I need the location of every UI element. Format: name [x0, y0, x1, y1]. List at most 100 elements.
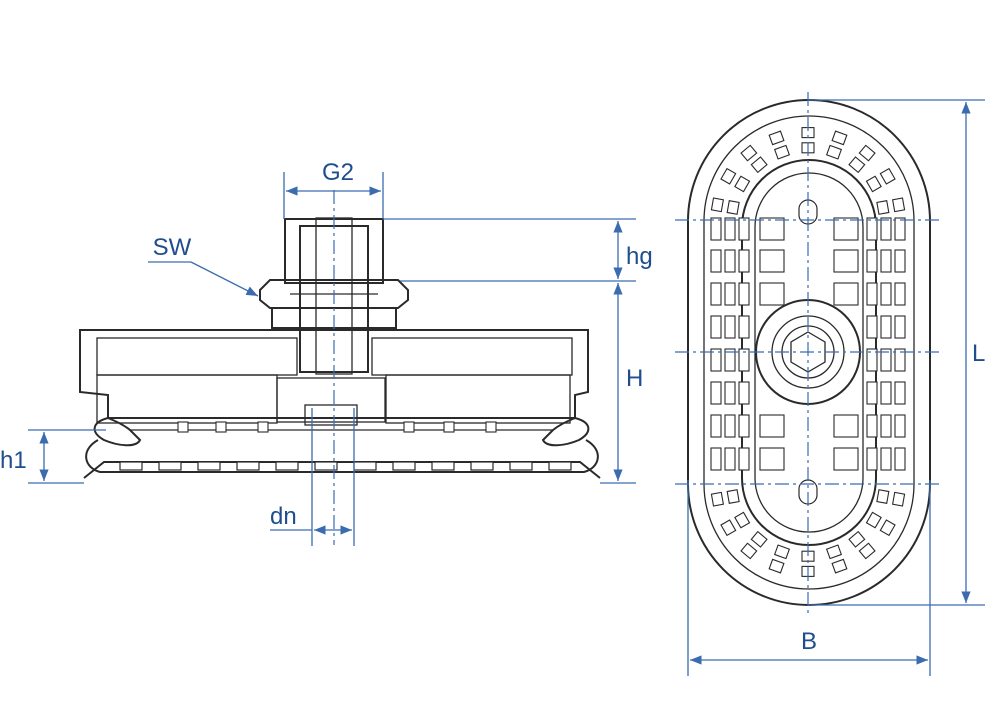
lip-slot-row — [119, 461, 572, 471]
support-rib-row — [177, 421, 497, 433]
arc-cell — [825, 544, 843, 560]
lip-slot — [548, 461, 572, 471]
arc-cell — [831, 558, 848, 574]
outer-cell — [738, 414, 750, 438]
outer-cell — [894, 381, 906, 405]
arc-cell — [825, 144, 843, 160]
arc-cell — [891, 197, 906, 213]
outer-cell — [738, 217, 750, 241]
arc-cell — [768, 130, 785, 146]
arc-cell — [740, 144, 758, 162]
outer-cell — [710, 348, 722, 372]
lip-slot — [353, 461, 377, 471]
arc-cell — [734, 175, 751, 193]
suction-cell-grid — [710, 127, 906, 577]
outer-cell — [738, 348, 750, 372]
outer-cell — [738, 315, 750, 339]
lip-slot — [158, 461, 182, 471]
outer-cell — [880, 315, 892, 339]
outer-cell — [724, 348, 736, 372]
label-hg: hg — [626, 243, 653, 270]
outer-cell — [710, 414, 722, 438]
support-rib — [443, 421, 455, 433]
outer-cell — [880, 348, 892, 372]
inner-cell — [833, 217, 859, 241]
outer-cell — [866, 217, 878, 241]
lip-slot — [119, 461, 143, 471]
arc-cell — [876, 489, 890, 504]
inner-cell — [759, 447, 785, 471]
outer-cell — [866, 447, 878, 471]
outer-cell — [738, 447, 750, 471]
leader-sw — [190, 261, 259, 297]
arc-cell — [710, 197, 725, 213]
outer-cell — [894, 315, 906, 339]
arc-cell — [891, 491, 906, 507]
arc-cell — [865, 175, 882, 193]
label-sw: SW — [153, 234, 192, 261]
outer-cell — [880, 282, 892, 306]
lip-slot — [275, 461, 299, 471]
arc-cell — [879, 519, 896, 537]
outer-cell — [724, 414, 736, 438]
arc-cell — [750, 156, 768, 174]
outer-cell — [866, 381, 878, 405]
outer-cell — [880, 447, 892, 471]
outer-cell — [880, 381, 892, 405]
label-b: B — [801, 628, 817, 655]
inner-cell — [833, 414, 859, 438]
lip-slot — [314, 461, 338, 471]
outer-cell — [894, 282, 906, 306]
outer-cell — [880, 217, 892, 241]
inner-cell — [759, 282, 785, 306]
lip-slot — [197, 461, 221, 471]
outer-cell — [738, 249, 750, 273]
outer-cell — [866, 249, 878, 273]
arc-cell — [773, 544, 791, 560]
inner-cell — [833, 249, 859, 273]
arc-cell — [848, 156, 866, 174]
label-dn: dn — [270, 503, 297, 530]
outer-cell — [894, 414, 906, 438]
inner-cell — [833, 282, 859, 306]
top-dimensions: L B — [687, 99, 985, 676]
arc-cell — [768, 558, 785, 574]
arc-cell — [879, 167, 896, 185]
arc-cell — [734, 511, 751, 529]
label-g2: G2 — [322, 159, 354, 186]
outer-cell — [710, 381, 722, 405]
outer-cell — [738, 282, 750, 306]
top-view — [675, 92, 942, 615]
outer-cell — [724, 447, 736, 471]
outer-cell — [866, 414, 878, 438]
support-rib — [257, 421, 269, 433]
outer-cell — [866, 348, 878, 372]
arc-cell — [750, 530, 768, 548]
label-h: H — [626, 365, 643, 392]
support-rib — [403, 421, 415, 433]
outer-cell — [724, 315, 736, 339]
lip-slot — [470, 461, 494, 471]
outer-cell — [724, 381, 736, 405]
arc-cell — [876, 200, 890, 215]
outer-cell — [894, 217, 906, 241]
outer-cell — [866, 282, 878, 306]
lip-slot — [509, 461, 533, 471]
outer-cell — [894, 249, 906, 273]
arc-cell — [773, 144, 791, 160]
outer-cell — [710, 315, 722, 339]
lip-slot — [392, 461, 416, 471]
outer-cell — [866, 315, 878, 339]
support-rib — [215, 421, 227, 433]
outer-cell — [880, 249, 892, 273]
arc-cell — [858, 144, 876, 162]
side-dimensions: G2 SW hg H h1 dn — [0, 159, 653, 546]
inner-cell — [833, 447, 859, 471]
outer-cell — [710, 447, 722, 471]
lip-slot — [236, 461, 260, 471]
arc-cell — [710, 491, 725, 507]
label-l: L — [972, 340, 985, 367]
label-h1: h1 — [0, 447, 27, 474]
arc-cell — [726, 489, 740, 504]
